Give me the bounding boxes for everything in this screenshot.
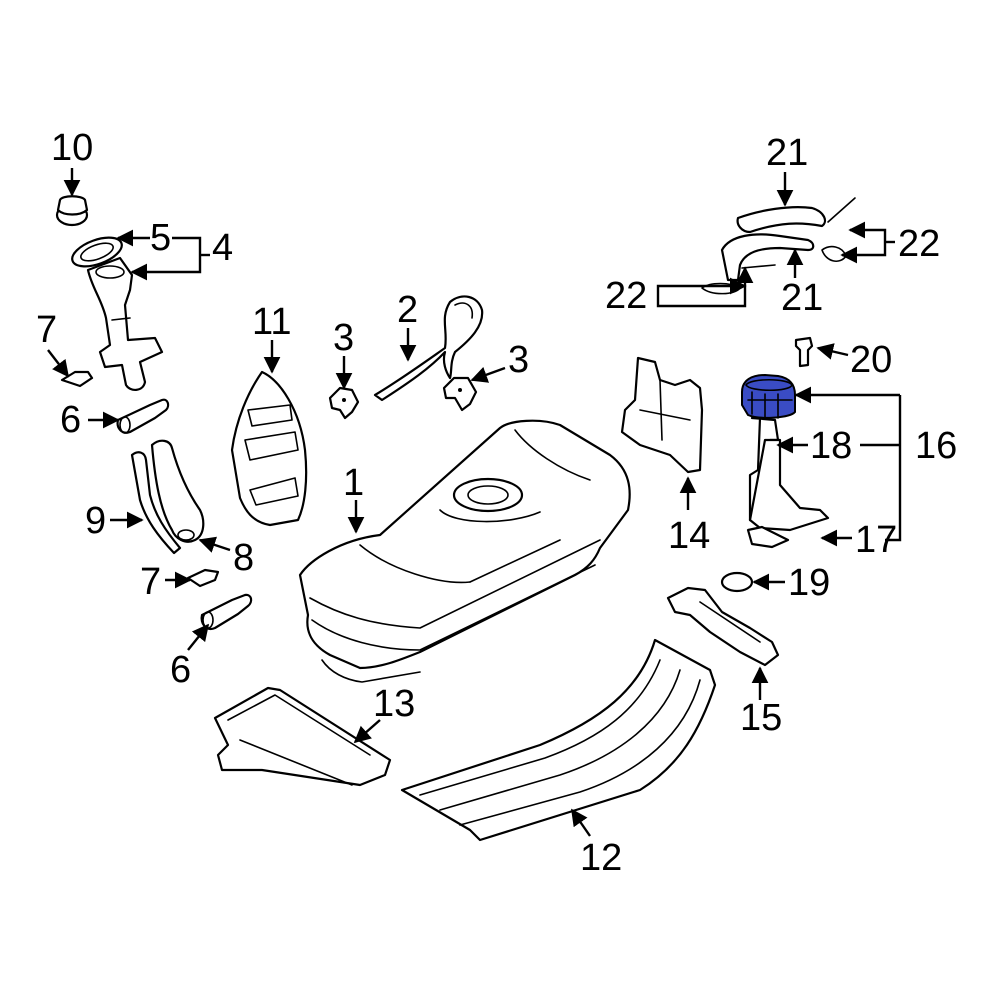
part-1-fuel-tank[interactable] — [298, 419, 631, 683]
part-16-fuel-pump-module[interactable] — [746, 416, 830, 549]
callout-8: 8 — [233, 537, 254, 579]
part-7-clip-upper[interactable] — [60, 370, 94, 388]
callout-20: 20 — [850, 339, 892, 381]
callout-6-lower: 6 — [170, 649, 191, 691]
callout-labels: 1 2 3 3 4 5 6 6 7 7 8 9 10 11 12 13 14 1… — [36, 127, 957, 879]
callout-3-left: 3 — [333, 317, 354, 359]
part-8-fill-hose[interactable] — [150, 439, 205, 543]
callout-3-right: 3 — [508, 339, 529, 381]
callout-5: 5 — [150, 217, 171, 259]
part-15-bracket[interactable] — [666, 586, 780, 667]
callout-21-upper: 21 — [766, 132, 808, 174]
part-6-hose-lower[interactable] — [200, 593, 253, 631]
callout-4: 4 — [212, 227, 233, 269]
leader-lines — [47, 168, 902, 837]
callout-11: 11 — [252, 301, 291, 343]
callout-21-lower: 21 — [781, 277, 823, 319]
callout-15: 15 — [740, 697, 782, 739]
callout-10: 10 — [51, 127, 93, 169]
callout-17: 17 — [855, 519, 897, 561]
callout-19: 19 — [788, 562, 830, 604]
callout-22-right: 22 — [898, 223, 940, 265]
callout-18: 18 — [810, 425, 852, 467]
callout-13: 13 — [373, 683, 415, 725]
part-16-fuel-pump-cap-highlighted[interactable] — [741, 373, 796, 419]
part-20-bolt[interactable] — [794, 336, 814, 368]
part-3-clamp-left[interactable] — [328, 386, 360, 420]
part-13-support[interactable] — [213, 686, 392, 787]
part-7-clip-lower[interactable] — [186, 568, 220, 588]
part-21-hose-lower[interactable] — [720, 233, 815, 282]
callout-12: 12 — [580, 837, 622, 879]
callout-6-upper: 6 — [60, 399, 81, 441]
part-21-hose-upper[interactable] — [736, 206, 826, 234]
callout-14: 14 — [668, 515, 710, 557]
part-10-filler-cap[interactable] — [55, 195, 89, 227]
callout-7-lower: 7 — [140, 561, 161, 603]
callout-9: 9 — [85, 500, 106, 542]
part-14-guard[interactable] — [620, 356, 704, 474]
part-9-breather-hose[interactable] — [130, 451, 182, 555]
callout-7-upper: 7 — [36, 309, 57, 351]
part-11-heat-shield[interactable] — [230, 370, 308, 527]
part-12-skid-plate[interactable] — [400, 638, 717, 842]
part-2-vent-tube[interactable] — [373, 295, 484, 402]
callout-1: 1 — [343, 462, 364, 504]
callout-2: 2 — [397, 289, 418, 331]
part-3-clamp-right[interactable] — [442, 376, 478, 412]
part-4-filler-neck[interactable] — [86, 256, 164, 391]
callout-16: 16 — [915, 425, 957, 467]
part-19-o-ring[interactable] — [720, 571, 754, 593]
part-6-hose-upper[interactable] — [116, 398, 170, 434]
callout-22-left: 22 — [605, 275, 647, 317]
